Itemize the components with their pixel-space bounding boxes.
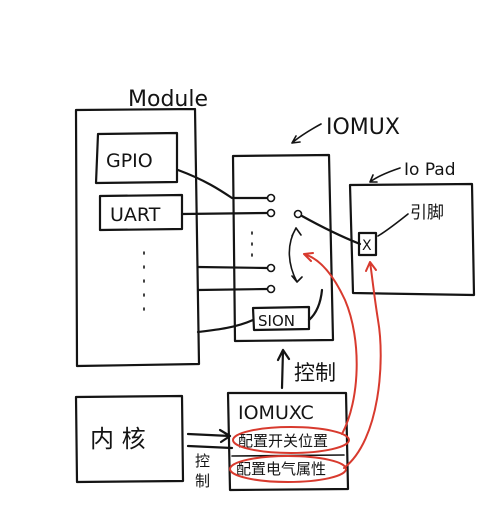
switch-config-highlight — [232, 426, 350, 454]
electrical-config-label: 配置电气属性 — [236, 460, 326, 478]
gpio-label: GPIO — [106, 150, 153, 172]
control-annotation: 控制 — [276, 348, 336, 390]
pin-pointer — [377, 213, 409, 237]
sion-box — [251, 305, 311, 332]
sion-label: SION — [258, 312, 295, 330]
iomux-label: IOMUX — [326, 115, 400, 140]
gpio-box — [94, 131, 179, 185]
electrical-config-highlight — [229, 455, 347, 483]
switch-config-label: 配置开关位置 — [238, 432, 328, 450]
uart-box — [98, 193, 184, 232]
iomuxc-block: IOMUXC 配置开关位置 配置电气属性 — [226, 391, 350, 492]
module-block: Module GPIO UART — [74, 87, 208, 368]
iopad-block: Io Pad X 引脚 — [348, 160, 476, 297]
pin-label: 引脚 — [410, 203, 444, 223]
uart-label: UART — [110, 204, 161, 226]
control-arrow-up — [276, 348, 291, 390]
iopad-pointer-arrow — [369, 167, 401, 183]
core-to-iomuxc-arrow — [186, 428, 234, 450]
iomux-input-terminal — [266, 263, 276, 273]
iomux-box — [231, 153, 335, 343]
control-top-label: 控制 — [294, 361, 336, 385]
red-highlights — [229, 252, 382, 483]
signal-wires — [176, 168, 362, 334]
iomux-input-terminal — [266, 193, 276, 203]
electrical-config-link — [343, 261, 382, 469]
control-side-1: 控 — [195, 452, 210, 470]
iopad-label: Io Pad — [404, 160, 456, 180]
iomux-input-terminal — [266, 284, 276, 294]
iomux-block: IOMUX SION — [231, 115, 400, 343]
core-label: 内 核 — [90, 425, 146, 453]
switch-pivot — [293, 209, 303, 219]
switch-config-link — [303, 252, 358, 435]
iopad-box — [348, 182, 476, 297]
module-box — [74, 107, 201, 368]
iomux-input-terminal — [266, 208, 276, 218]
pin-pad-x: X — [362, 238, 372, 254]
iomuxc-box — [226, 391, 350, 492]
iomuxc-label: IOMUXC — [238, 402, 314, 424]
control-side-2: 制 — [195, 472, 210, 490]
pin-pad — [357, 231, 378, 257]
core-block: 内 核 控 制 — [74, 394, 234, 490]
switch-selector-arc — [288, 227, 303, 283]
core-box — [74, 394, 185, 484]
iomux-pointer-arrow — [291, 123, 322, 144]
module-label: Module — [128, 87, 208, 112]
